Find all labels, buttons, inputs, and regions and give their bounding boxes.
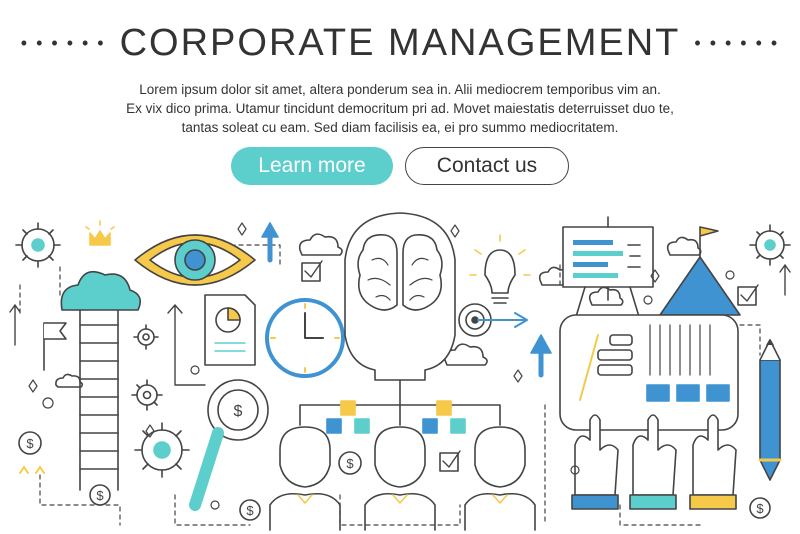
svg-text:$: $: [346, 456, 354, 471]
hand-icon: [689, 414, 737, 510]
eye-icon: [134, 234, 256, 286]
intro-line-2: Ex vix dico prima. Utamur tincidunt demo…: [126, 101, 674, 116]
person-icon: [364, 426, 436, 531]
cloud-icon: [60, 270, 141, 311]
yellow-markers: [19, 466, 45, 474]
presentation-board-icon: [562, 216, 654, 321]
intro-text: Lorem ipsum dolor sit amet, altera ponde…: [90, 80, 710, 137]
svg-text:$: $: [26, 436, 34, 451]
hand-icon: [571, 414, 619, 510]
clock-icon: [265, 298, 345, 378]
svg-text:$: $: [246, 503, 254, 518]
pencil-icon: [758, 339, 782, 481]
svg-text:$: $: [96, 488, 104, 503]
brain-head-icon: [344, 212, 456, 381]
magnifier-currency-symbol: $: [234, 403, 243, 420]
title-left-dots: • • • • • •: [20, 32, 106, 53]
tablet-icon: [559, 314, 739, 431]
target-icon: [458, 303, 528, 337]
dollar-coin-icon: $ $ $ $ $: [18, 431, 771, 521]
flag-icon: [43, 322, 67, 371]
gear-icon: [133, 324, 159, 350]
svg-text:$: $: [756, 501, 764, 516]
gear-icon: [134, 422, 190, 478]
ladder-icon: [79, 309, 119, 491]
learn-more-button[interactable]: Learn more: [231, 147, 393, 185]
checkbox-icon: [301, 260, 759, 472]
magnifier-dollar-icon: $: [167, 304, 269, 511]
gear-icon: [15, 222, 61, 268]
arrow-up-icon: [9, 264, 791, 346]
decor-circles: [42, 270, 735, 510]
hand-icon: [629, 414, 677, 510]
corporate-illustration: $ $ $ $ $: [9, 212, 791, 531]
person-icon: [464, 426, 536, 531]
document-chart-icon: [204, 294, 256, 366]
intro-line-3: tantas soleat cu eam. Sed diam facilisis…: [181, 120, 619, 135]
org-chart: [299, 379, 501, 434]
crown-icon: [85, 220, 115, 246]
lightbulb-icon: [469, 234, 531, 304]
sparkle-icon: [28, 222, 660, 438]
intro-line-1: Lorem ipsum dolor sit amet, altera ponde…: [139, 82, 661, 97]
header: • • • • • • CORPORATE MANAGEMENT • • • •…: [0, 18, 800, 68]
page-title: CORPORATE MANAGEMENT: [119, 21, 681, 64]
title-right-dots: • • • • • •: [694, 32, 780, 53]
person-icon: [269, 426, 341, 531]
gear-icon: [131, 379, 163, 411]
dashed-connectors: [19, 244, 761, 526]
gear-icon: [749, 224, 791, 266]
contact-us-button[interactable]: Contact us: [405, 147, 569, 185]
